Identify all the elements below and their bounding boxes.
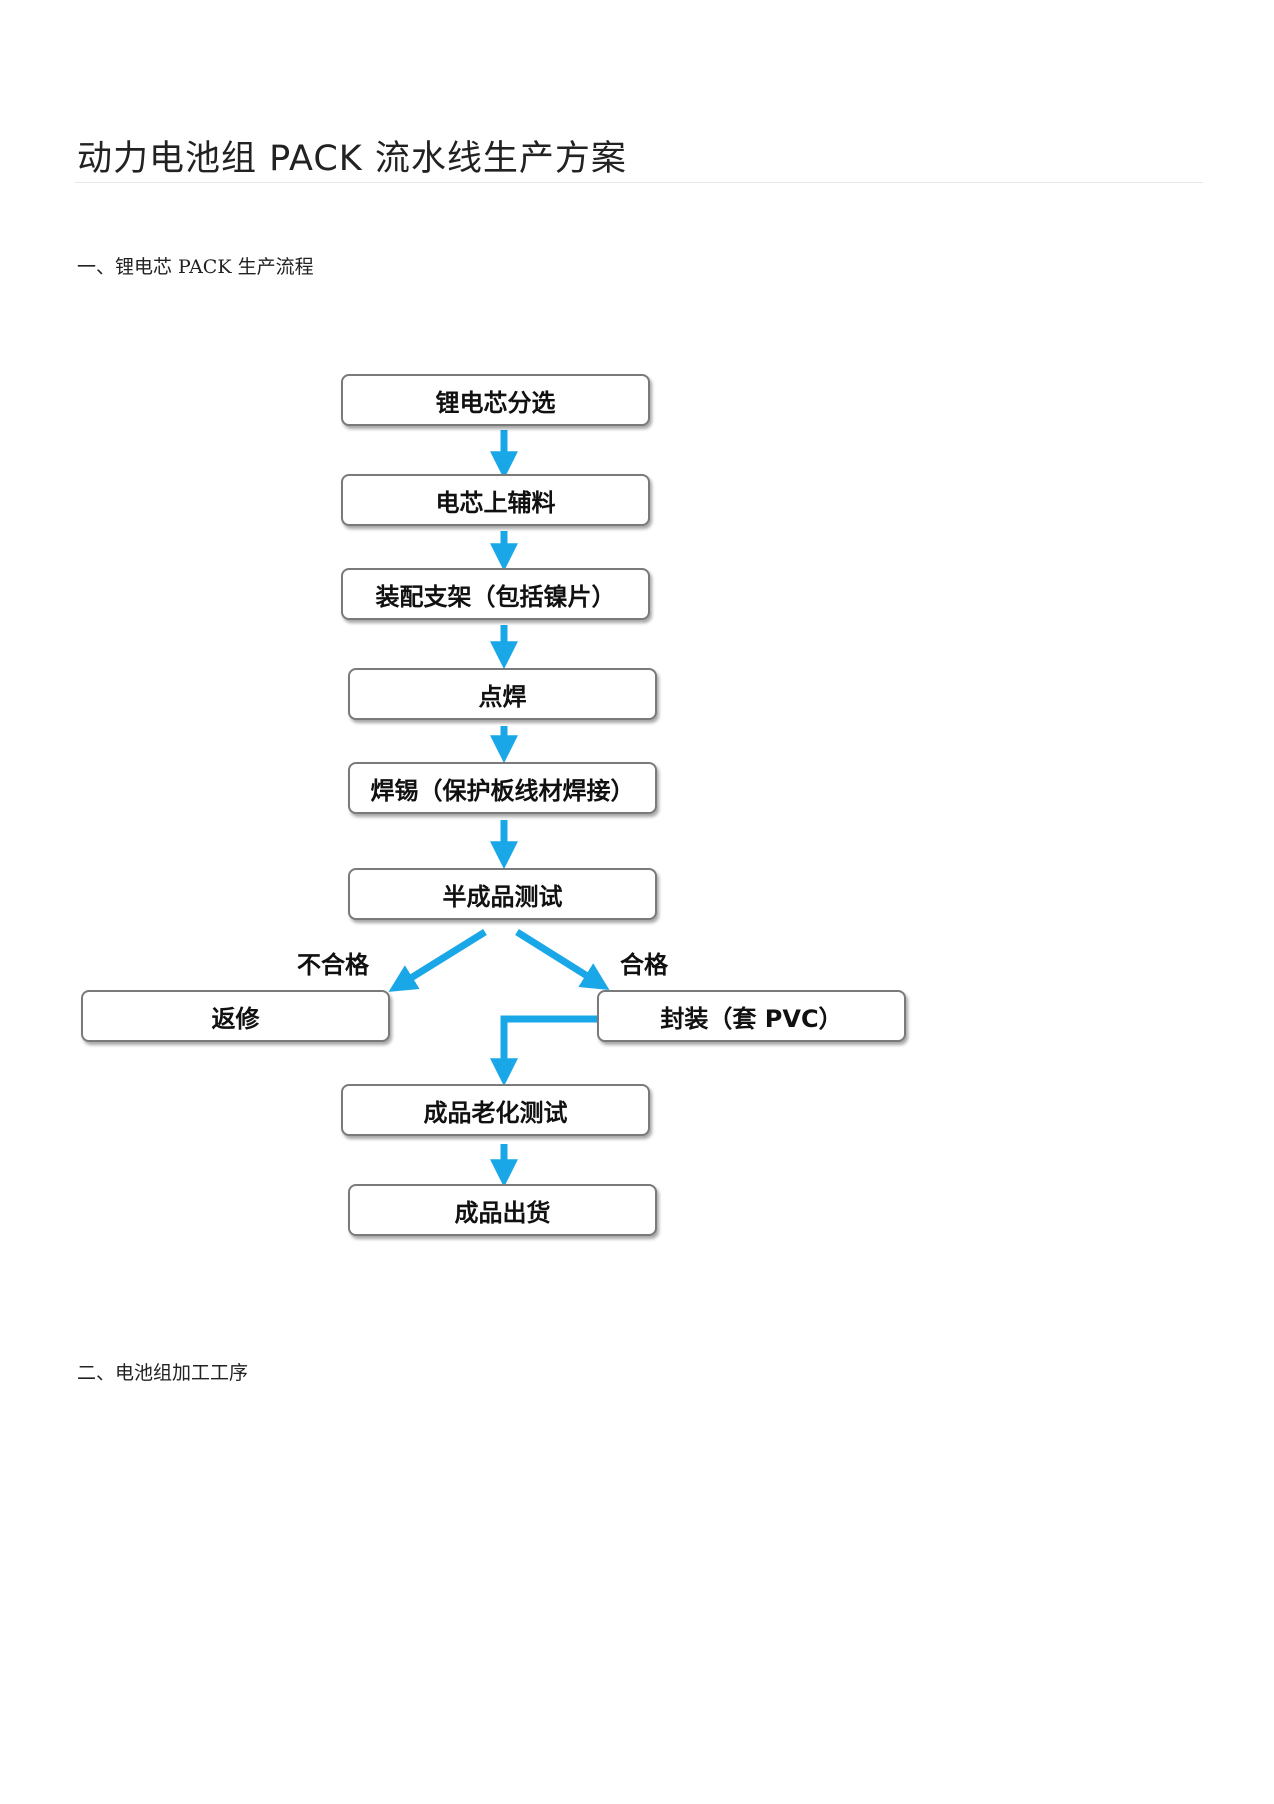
section-heading-2: 二、电池组加工工序 xyxy=(77,1362,249,1384)
step-bracket-assembly: 装配支架（包括镍片） xyxy=(341,568,650,620)
arrow-8-9 xyxy=(490,1015,597,1087)
step-cell-sorting: 锂电芯分选 xyxy=(341,374,650,426)
page-title: 动力电池组 PACK 流水线生产方案 xyxy=(77,139,627,179)
arrow-pass xyxy=(515,929,610,990)
step-semi-finished-test: 半成品测试 xyxy=(348,868,657,920)
step-soldering: 焊锡（保护板线材焊接） xyxy=(348,762,657,814)
title-divider xyxy=(75,182,1203,183)
step-shipment: 成品出货 xyxy=(348,1184,657,1236)
step-aging-test: 成品老化测试 xyxy=(341,1084,650,1136)
step-spot-welding: 点焊 xyxy=(348,668,657,720)
label-pass: 合格 xyxy=(620,951,668,979)
arrow-fail xyxy=(388,929,487,992)
step-rework: 返修 xyxy=(81,990,390,1042)
section-heading-1: 一、锂电芯 PACK 生产流程 xyxy=(77,256,314,278)
step-cell-auxiliary: 电芯上辅料 xyxy=(341,474,650,526)
step-packaging: 封装（套 PVC） xyxy=(597,990,906,1042)
label-fail: 不合格 xyxy=(297,951,369,979)
